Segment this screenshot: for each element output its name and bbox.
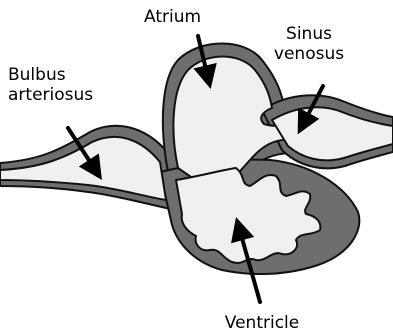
atrium-label-text: Atrium — [144, 7, 201, 27]
atrium-label: Atrium — [144, 7, 201, 27]
bulbus-label-line2: arteriosus — [8, 85, 93, 105]
sinus-label-line1: Sinus — [274, 24, 344, 44]
sinus-label-line2: venosus — [274, 44, 344, 64]
ventricle-label: Ventricle — [225, 313, 299, 333]
sinus-venosus-label: Sinus venosus — [274, 24, 344, 64]
ventricle-label-text: Ventricle — [225, 313, 299, 333]
bulbus-label-line1: Bulbus — [8, 65, 93, 85]
bulbus-arteriosus-label: Bulbus arteriosus — [8, 65, 93, 105]
